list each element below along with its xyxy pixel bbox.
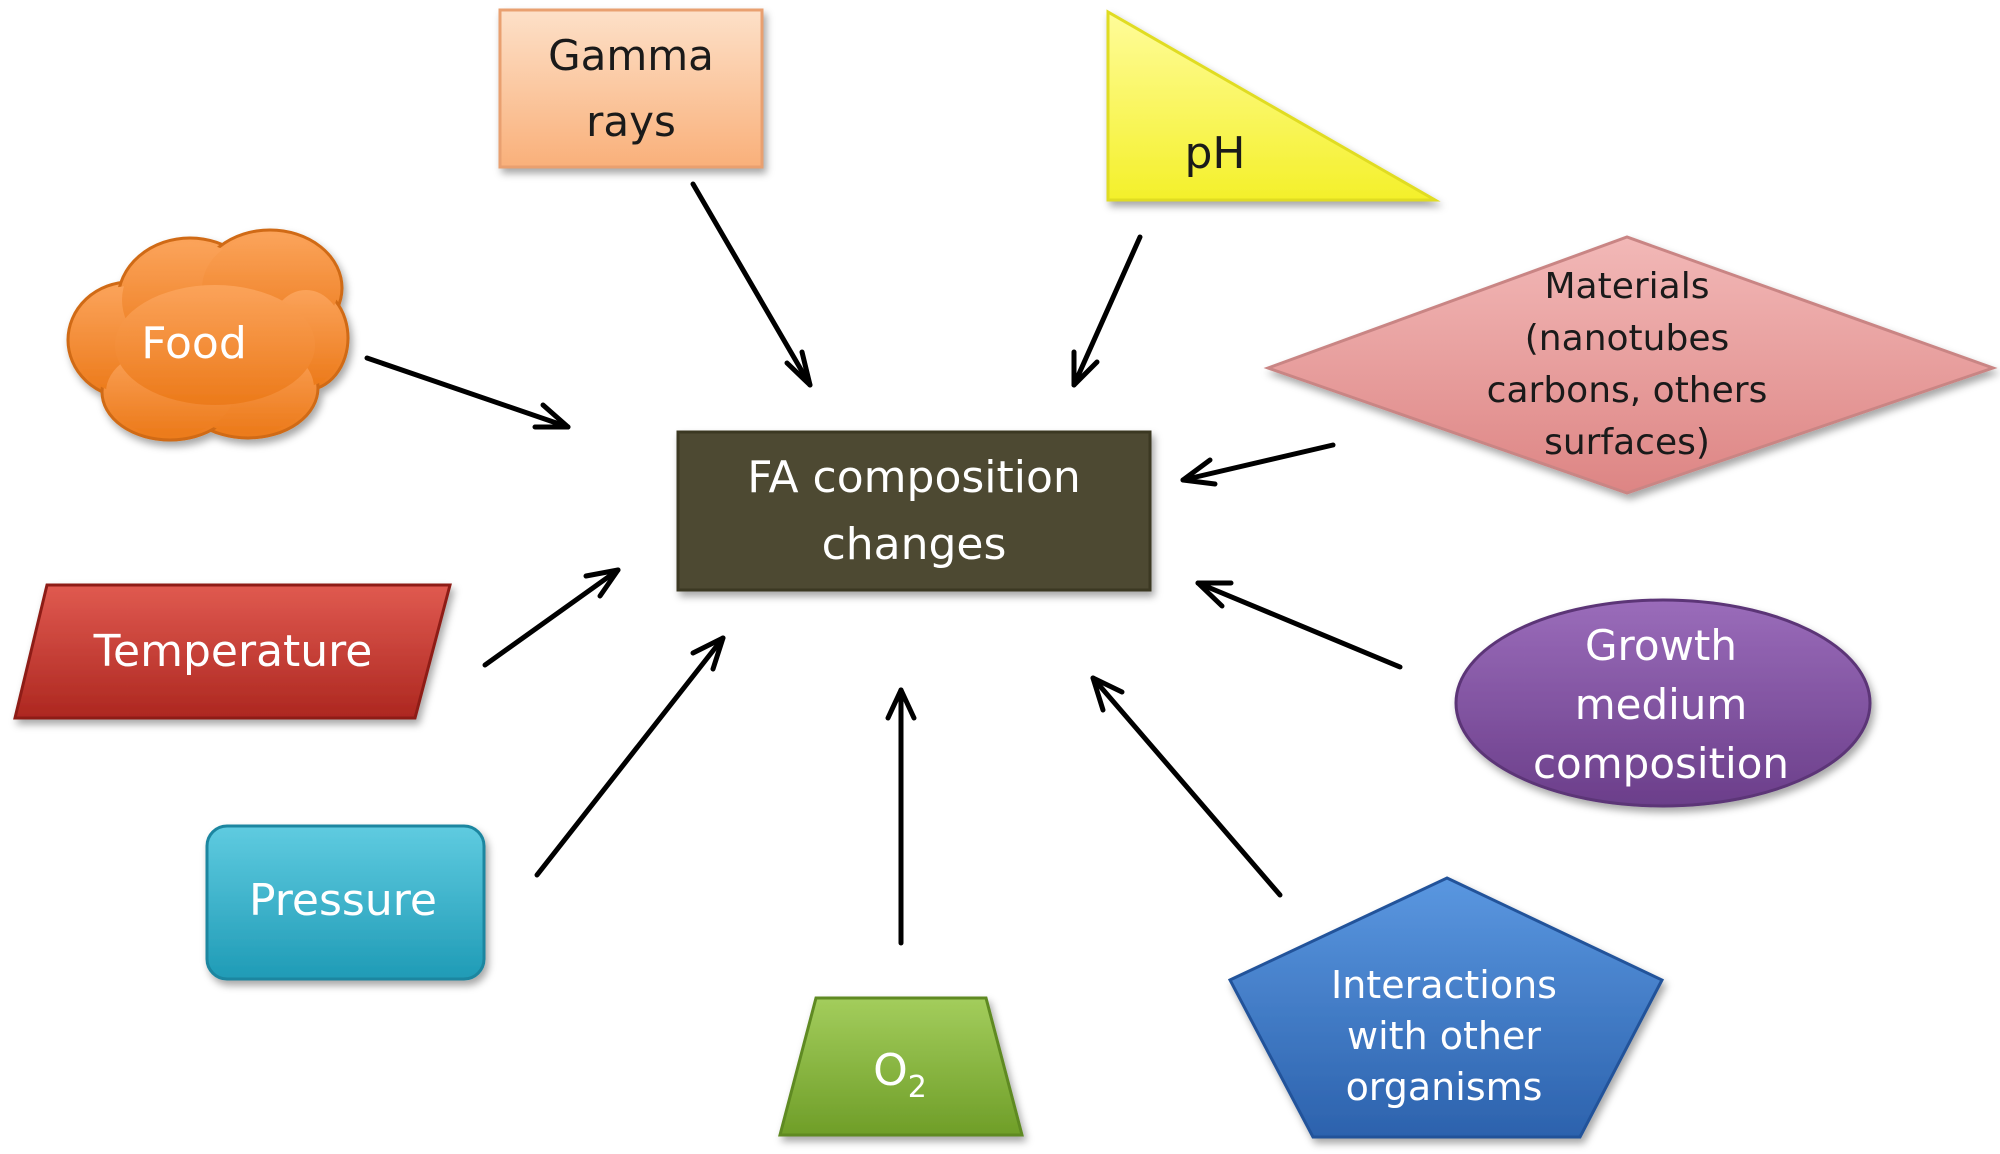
arrows bbox=[364, 181, 1403, 946]
materials-label-line1: Materials bbox=[1544, 266, 1709, 307]
arrow-growth-to-center bbox=[1195, 580, 1403, 670]
node-growth-medium: Growth medium composition bbox=[1454, 598, 1872, 808]
o2-label-subscript: 2 bbox=[908, 1070, 927, 1105]
growth-label-line1: Growth bbox=[1585, 621, 1737, 670]
arrow-interactions-to-center bbox=[1090, 675, 1283, 898]
arrow-gamma-to-center bbox=[690, 181, 813, 388]
arrow-ph-to-center bbox=[1071, 234, 1143, 388]
ph-label: pH bbox=[1184, 128, 1245, 179]
interactions-label-line3: organisms bbox=[1346, 1065, 1543, 1109]
center-title-line2: changes bbox=[822, 519, 1007, 570]
node-gamma-rays: Gamma rays bbox=[498, 8, 764, 169]
arrow-materials-to-center bbox=[1180, 442, 1336, 487]
materials-label-line2: (nanotubes bbox=[1525, 318, 1729, 359]
gamma-label-line2: rays bbox=[586, 97, 676, 146]
arrow-temperature-to-center bbox=[482, 567, 621, 668]
node-materials: Materials (nanotubes carbons, others sur… bbox=[1263, 235, 1998, 495]
arrow-o2-to-center bbox=[885, 687, 917, 946]
center-title-line1: FA composition bbox=[747, 452, 1081, 503]
node-ph: pH bbox=[1106, 9, 1441, 202]
interactions-label-line1: Interactions bbox=[1331, 963, 1557, 1007]
arrow-food-to-center bbox=[364, 355, 571, 430]
growth-label-line3: composition bbox=[1533, 739, 1789, 788]
gamma-label-line1: Gamma bbox=[548, 31, 714, 80]
interactions-label-line2: with other bbox=[1347, 1014, 1541, 1058]
materials-label-line3: carbons, others bbox=[1487, 370, 1768, 411]
materials-label-line4: surfaces) bbox=[1544, 422, 1710, 463]
node-temperature: Temperature bbox=[13, 583, 452, 720]
temperature-label: Temperature bbox=[93, 626, 373, 677]
o2-label-base: O bbox=[873, 1045, 908, 1096]
food-label: Food bbox=[141, 318, 247, 369]
node-pressure: Pressure bbox=[205, 824, 486, 981]
pressure-label: Pressure bbox=[249, 875, 437, 926]
node-o2: O2 bbox=[778, 996, 1024, 1137]
center-node: FA composition changes bbox=[676, 430, 1152, 592]
growth-label-line2: medium bbox=[1575, 680, 1748, 729]
o2-label: O2 bbox=[873, 1045, 927, 1105]
arrow-pressure-to-center bbox=[534, 635, 726, 878]
node-food bbox=[66, 228, 350, 442]
node-interactions: Interactions with other organisms bbox=[1227, 876, 1665, 1139]
